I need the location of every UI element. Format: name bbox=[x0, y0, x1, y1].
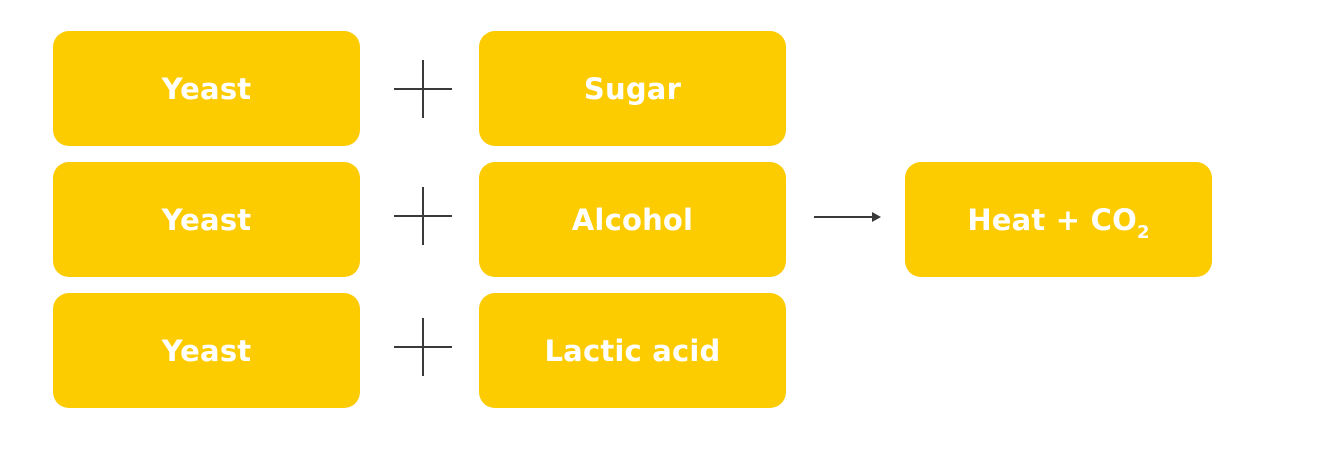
yeast-box-1: Yeast bbox=[53, 31, 360, 146]
lactic-acid-box: Lactic acid bbox=[479, 293, 786, 408]
yeast-label-3: Yeast bbox=[161, 333, 252, 368]
alcohol-box: Alcohol bbox=[479, 162, 786, 277]
arrow-right-icon bbox=[814, 210, 882, 224]
sugar-box: Sugar bbox=[479, 31, 786, 146]
plus-icon-2 bbox=[394, 187, 452, 245]
yeast-box-3: Yeast bbox=[53, 293, 360, 408]
sugar-label: Sugar bbox=[583, 71, 682, 106]
yeast-box-2: Yeast bbox=[53, 162, 360, 277]
plus-icon-3 bbox=[394, 318, 452, 376]
yeast-label-1: Yeast bbox=[161, 71, 252, 106]
co2-subscript: 2 bbox=[1136, 221, 1150, 243]
heat-co2-label: Heat + CO2 bbox=[967, 202, 1150, 243]
plus-icon-1 bbox=[394, 60, 452, 118]
heat-co2-box: Heat + CO2 bbox=[905, 162, 1212, 277]
lactic-acid-label: Lactic acid bbox=[544, 333, 721, 368]
yeast-label-2: Yeast bbox=[161, 202, 252, 237]
alcohol-label: Alcohol bbox=[571, 202, 694, 237]
